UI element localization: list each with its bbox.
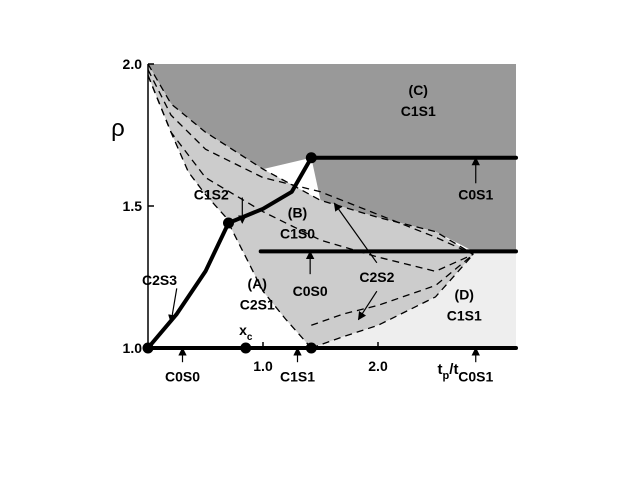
annotation-text: C0S1 [458,187,493,203]
x-tick-label: 1.0 [253,358,273,374]
annotation-c0s0-bottom: C0S0 [165,347,200,384]
dashed-boundary-inner-upper [147,69,474,255]
region-label-c: (C) C1S1 [401,82,436,119]
annotation-text: C1S2 [194,187,229,203]
region-label-a: (A) C2S1 [240,275,275,312]
region-c-fill [148,64,516,170]
region-d-fill [311,251,516,348]
region-letter: (A) [248,275,267,291]
dashed-boundary-d-lower-3 [227,222,312,349]
annotation-text: C0S0 [165,368,200,384]
x-axis-label: tp/t [438,361,459,382]
phase-boundaries-dashed [147,63,474,349]
annotation-text: C2S2 [359,269,394,285]
y-tick-label: 2.0 [123,56,143,72]
region-label-b: (B) C1S0 [280,204,315,241]
x-tick-label: 2.0 [368,358,388,374]
critical-point-2 [305,342,317,354]
annotation-c1s2: C1S2 [194,187,247,224]
dashed-boundary-left-envelope [147,75,229,221]
annotation-c0s1-upper: C0S1 [458,156,493,203]
critical-point-label: xc [239,322,253,343]
dashed-boundary-inner-lower [147,75,474,272]
region-b-fill [148,64,474,348]
annotation-arrow [357,290,378,321]
y-axis-label: ρ [111,115,125,142]
annotation-arrow [168,288,178,324]
axes: 1.0 1.5 2.0 1.0 2.0 ρ tp/t [111,56,458,382]
annotation-c1s1-bottom: C1S1 [280,347,315,384]
annotation-c2s2: C2S2 [333,202,395,321]
critical-point-0 [142,342,154,354]
region-phase: C2S1 [240,296,275,312]
annotation-text: C0S1 [458,368,493,384]
region-label-d: (D) C1S1 [447,287,482,324]
region-letter: (B) [288,204,307,220]
annotation-text: C2S3 [142,272,177,288]
region-phase: C1S1 [401,103,436,119]
region-letter: (D) [455,287,474,303]
solid-boundary-c2s3 [146,221,231,350]
annotation-c0s1-bottom: C0S1 [458,347,493,384]
y-tick-label: 1.0 [123,340,143,356]
dashed-boundary-outer-upper [147,63,474,255]
region-letter: (C) [409,82,428,98]
region-c-fill-lower [311,157,516,252]
annotation-c2s3: C2S3 [142,272,178,324]
dashed-boundary-d-lower-2 [311,253,474,326]
critical-point-1 [240,342,252,354]
region-labels: (A) C2S1 (B) C1S0 (C) C1S1 (D) C1S1 [240,82,482,323]
annotation-c0s0-b: C0S0 [293,250,328,299]
region-fills [148,64,516,348]
critical-point-3 [223,217,234,229]
annotation-text: C1S1 [280,368,315,384]
critical-points: xc [142,152,317,354]
annotation-text: C0S0 [293,283,328,299]
critical-point-4 [305,152,317,164]
region-phase: C1S1 [447,308,482,324]
region-phase: C1S0 [280,225,315,241]
y-tick-label: 1.5 [123,198,143,214]
annotation-arrow [333,202,378,264]
